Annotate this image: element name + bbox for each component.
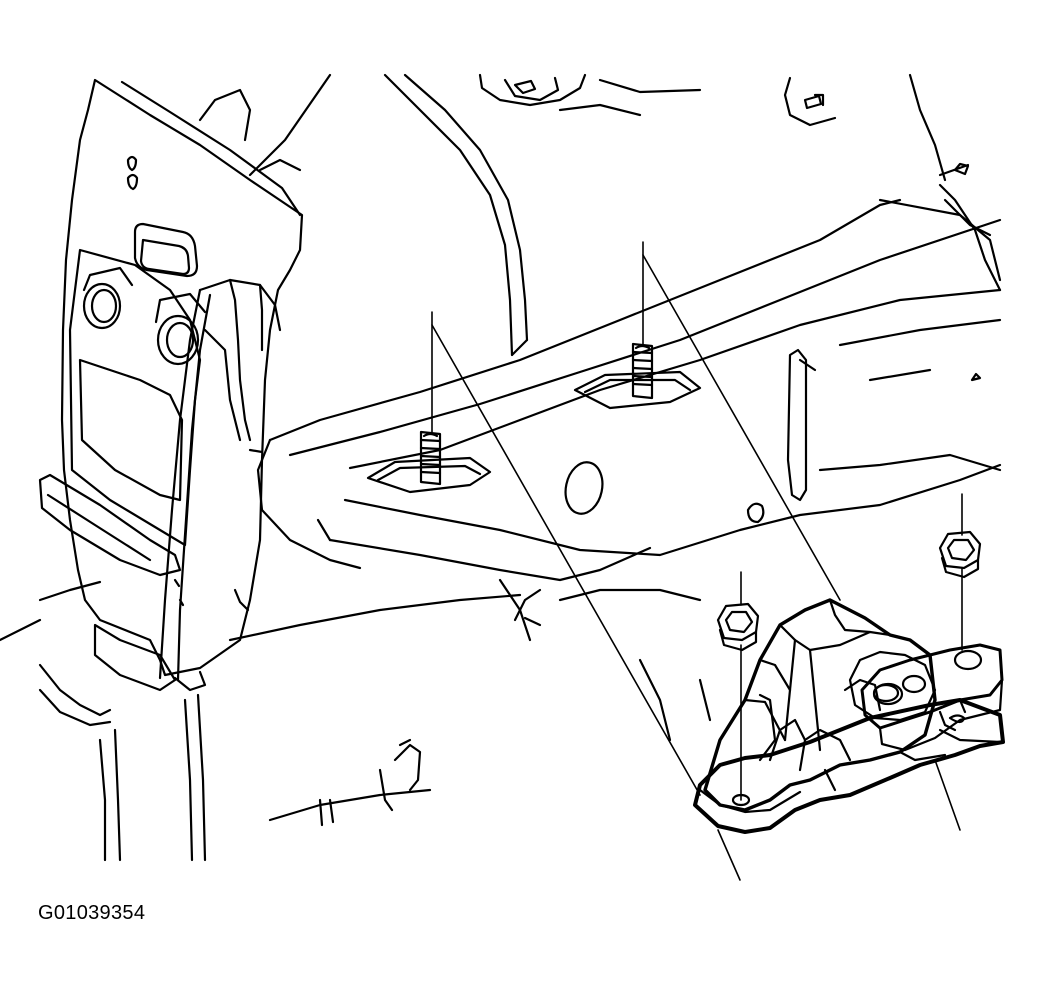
- rail-oval-hole: [564, 461, 604, 515]
- panel-rect-opening: [133, 222, 199, 278]
- engine-mount-body: [703, 598, 937, 812]
- wheel-house: [198, 73, 1002, 357]
- shock-tower-panel: [38, 78, 304, 682]
- upper-bracket: [478, 73, 587, 107]
- mount-nut-right: [938, 530, 982, 579]
- engine-mount-arm: [860, 643, 1004, 730]
- panel-port-left: [82, 266, 134, 330]
- detail-marks: [248, 448, 542, 627]
- stud-pad-right: [573, 370, 702, 410]
- rail-rib: [786, 348, 808, 502]
- engine-mount: [693, 598, 1005, 834]
- frame-rail: [256, 198, 1002, 582]
- mount-stud-left: [419, 430, 442, 486]
- alignment-lines: [431, 241, 963, 881]
- figure-id-label: G01039354: [38, 902, 146, 924]
- mount-stud-right: [631, 342, 654, 400]
- mount-nut-left: [716, 602, 760, 652]
- stud-pad-left: [366, 456, 492, 494]
- underbody: [0, 578, 712, 862]
